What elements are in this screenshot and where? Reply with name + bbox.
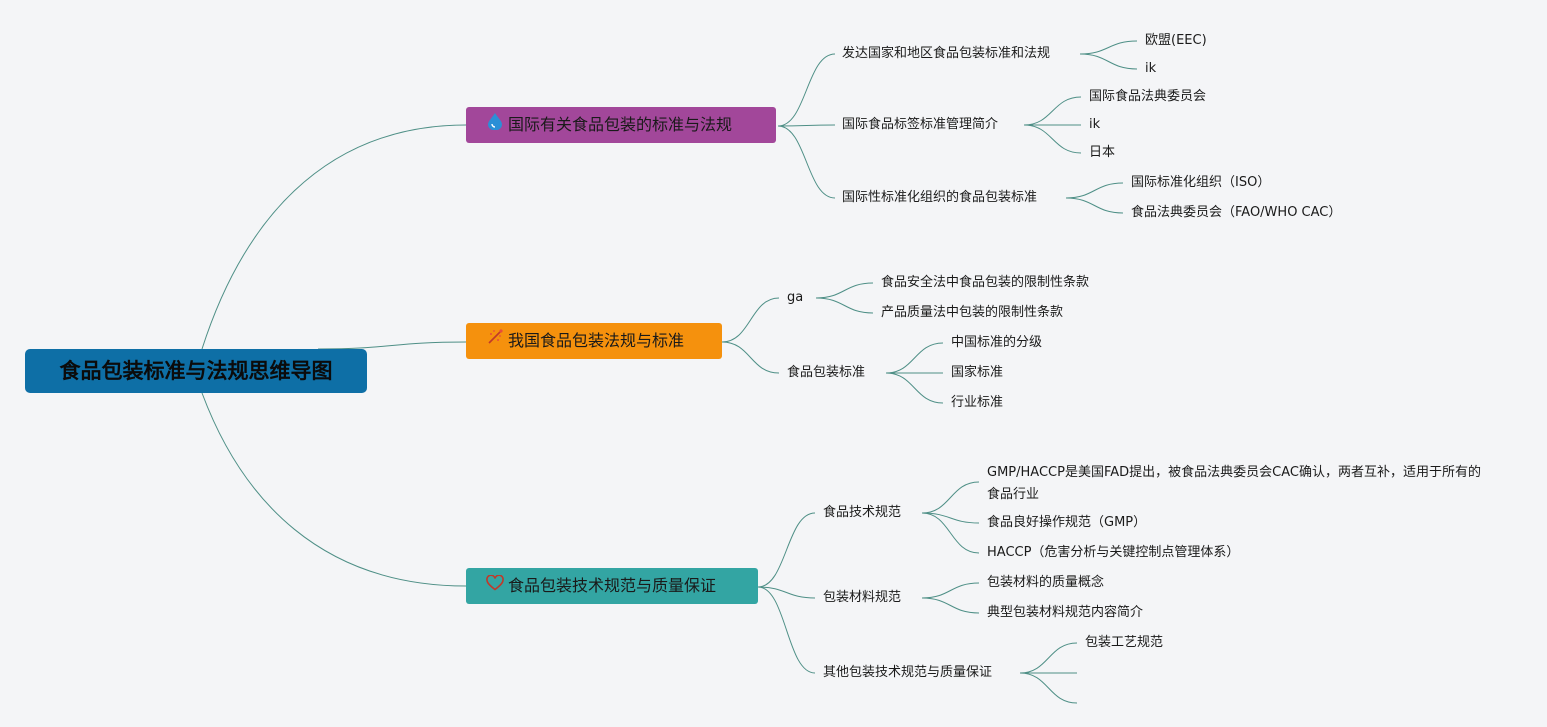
leaf-topic[interactable]: 食品安全法中食品包装的限制性条款 bbox=[881, 275, 1090, 290]
connector-line bbox=[1023, 96, 1082, 126]
subtopic[interactable]: 其他包装技术规范与质量保证 bbox=[823, 665, 993, 680]
leaf-topic[interactable]: 国际食品法典委员会 bbox=[1089, 89, 1207, 104]
subtopic[interactable]: ga bbox=[787, 290, 804, 305]
branch-domestic-regulations[interactable]: 我国食品包装法规与标准 bbox=[466, 323, 722, 359]
connector-line bbox=[201, 392, 467, 587]
branch-international-standards[interactable]: 国际有关食品包装的标准与法规 bbox=[466, 107, 776, 143]
subtopic[interactable]: 发达国家和地区食品包装标准和法规 bbox=[842, 46, 1051, 61]
connector-line bbox=[921, 512, 980, 554]
leaf-topic[interactable]: GMP/HACCP是美国FAD提出，被食品法典委员会CAC确认，两者互补，适用于… bbox=[987, 465, 1481, 502]
sparkle-icon bbox=[484, 323, 506, 359]
connector-line bbox=[317, 341, 467, 350]
connector-line bbox=[1079, 53, 1138, 70]
connector-line bbox=[201, 124, 467, 350]
connector-line bbox=[1019, 672, 1078, 704]
connector-line bbox=[1019, 642, 1078, 674]
connector-line bbox=[721, 297, 780, 343]
branch-label: 我国食品包装法规与标准 bbox=[508, 331, 685, 350]
connector-line bbox=[777, 125, 836, 199]
connector-line bbox=[777, 53, 836, 127]
connector-line bbox=[921, 512, 980, 524]
leaf-topic[interactable]: 国家标准 bbox=[951, 365, 1004, 380]
connector-line bbox=[757, 586, 816, 599]
branch-technical-specs[interactable]: 食品包装技术规范与质量保证 bbox=[466, 568, 758, 604]
connector-line bbox=[777, 124, 836, 127]
connector-line bbox=[721, 341, 780, 374]
leaf-topic[interactable]: 包装工艺规范 bbox=[1085, 635, 1164, 650]
water-drop-icon bbox=[484, 107, 506, 143]
leaf-topic[interactable]: 欧盟(EEC) bbox=[1145, 33, 1207, 48]
leaf-topic[interactable]: 行业标准 bbox=[951, 395, 1004, 410]
leaf-topic[interactable]: ik bbox=[1145, 61, 1157, 76]
branch-label: 国际有关食品包装的标准与法规 bbox=[508, 115, 733, 134]
root-topic[interactable]: 食品包装标准与法规思维导图 bbox=[25, 349, 367, 393]
connector-line bbox=[1079, 40, 1138, 55]
connector-line bbox=[815, 297, 874, 314]
connector-line bbox=[921, 597, 980, 614]
subtopic[interactable]: 国际食品标签标准管理简介 bbox=[842, 117, 999, 132]
subtopic[interactable]: 包装材料规范 bbox=[823, 590, 902, 605]
connector-line bbox=[921, 582, 980, 599]
leaf-topic[interactable]: 典型包装材料规范内容简介 bbox=[987, 605, 1144, 620]
connector-line bbox=[921, 481, 980, 514]
leaf-topic[interactable]: 食品法典委员会（FAO/WHO CAC） bbox=[1131, 205, 1342, 220]
leaf-topic[interactable]: 中国标准的分级 bbox=[951, 335, 1043, 350]
subtopic[interactable]: 国际性标准化组织的食品包装标准 bbox=[842, 190, 1038, 205]
leaf-topic[interactable]: HACCP（危害分析与关键控制点管理体系） bbox=[987, 545, 1240, 560]
leaf-topic[interactable]: 产品质量法中包装的限制性条款 bbox=[881, 305, 1064, 320]
heart-icon bbox=[484, 568, 506, 604]
leaf-topic[interactable]: ik bbox=[1089, 117, 1101, 132]
connector-line bbox=[1065, 197, 1124, 214]
connector-line bbox=[815, 282, 874, 299]
branch-label: 食品包装技术规范与质量保证 bbox=[508, 576, 717, 595]
leaf-topic[interactable]: 食品良好操作规范（GMP） bbox=[987, 515, 1147, 530]
leaf-topic[interactable]: 日本 bbox=[1089, 145, 1116, 160]
connector-line bbox=[757, 586, 816, 674]
subtopic[interactable]: 食品技术规范 bbox=[823, 505, 902, 520]
connector-line bbox=[1023, 124, 1082, 154]
connector-line bbox=[885, 342, 944, 374]
connector-line bbox=[885, 372, 944, 404]
leaf-topic[interactable]: 包装材料的质量概念 bbox=[987, 575, 1105, 590]
subtopic[interactable]: 食品包装标准 bbox=[787, 365, 866, 380]
connector-line bbox=[757, 512, 816, 588]
leaf-topic[interactable]: 国际标准化组织（ISO） bbox=[1131, 175, 1271, 190]
connector-line bbox=[1065, 182, 1124, 199]
